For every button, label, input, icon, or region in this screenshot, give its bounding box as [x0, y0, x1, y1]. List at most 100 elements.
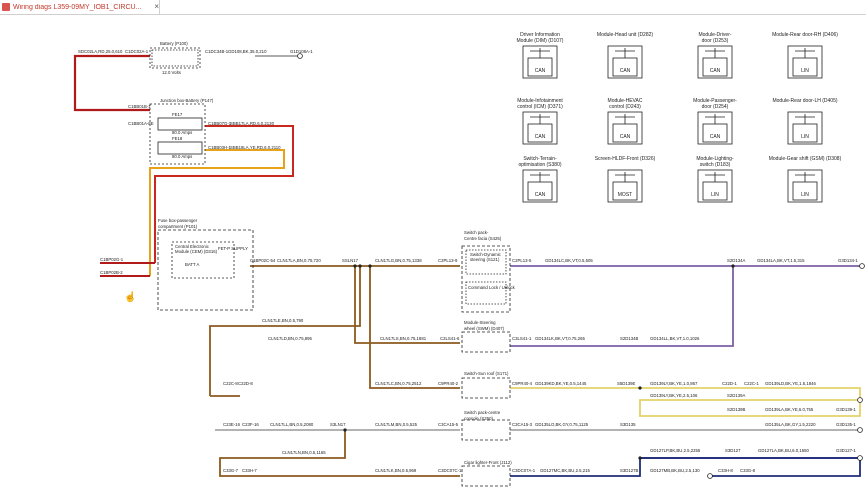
module-name: Module-Passenger- [693, 98, 737, 104]
module-icon-frame [522, 169, 558, 203]
label-c22d: C22D-8 [238, 381, 253, 386]
close-icon[interactable]: × [154, 2, 159, 11]
label-w-cln17ld: CLN17LD,BN,0.75,895 [268, 336, 313, 341]
module-icon-frame [787, 169, 823, 203]
module-name-line2: Module (DIM) (D107) [517, 38, 564, 44]
module-bus-icon: LIN [801, 68, 809, 74]
tab-title: Wiring diags L359-09MY_IOB1_CIRCU... [13, 3, 142, 11]
fuse-box-passenger [157, 229, 254, 311]
cln17lk-wire [219, 430, 460, 477]
module-bus-icon: CAN [710, 134, 721, 140]
module-name: Screen-HLDF-Front (D326) [595, 156, 656, 162]
label-w-cln17ll: CLN17LL,BN,0.5,2080 [270, 422, 314, 427]
label-c9pr40: C9PR40-2 [438, 381, 459, 386]
module-bus-icon: CAN [620, 68, 631, 74]
battery-feed-wire [73, 54, 150, 112]
label-w-sbb17: SBB17LA,RD,6.0,2130 [230, 121, 275, 126]
label-c1dc2: C1DC34B-1 [205, 49, 229, 54]
label-w-gd139ly2: GD139LY,BK,YE,2.5,106 [650, 393, 698, 398]
label-fetp: FET-P SUPPLY [218, 246, 248, 251]
command-lock-box [465, 281, 507, 305]
module-bus-icon: CAN [620, 134, 631, 140]
cem-module-box [171, 241, 235, 279]
label-w-cln17lg: CLN17LG,BN,0.75,1338 [375, 258, 422, 263]
gd127-wire [510, 457, 860, 477]
label-w-gd127mb: GD127MB,BK,BU,2.5,130 [650, 468, 700, 473]
label-w-gd135la: GD135LA,BK,GY,1.5,2220 [765, 422, 816, 427]
label-g3d139: G3D139-1 [836, 407, 856, 412]
fe17-wire [154, 125, 294, 263]
label-s2d134b: S2D134B [620, 336, 639, 341]
label-c3ls41: C3LS41-1 [512, 336, 532, 341]
module-name: Module-Driver- [698, 32, 731, 38]
module-name: Module-Infotainment [517, 98, 563, 104]
label-g3d135: G3D135-1 [836, 422, 856, 427]
cigar-lighter-box [461, 465, 511, 487]
label-w-gd134lc: GD134LC,BK,VT,0.5,505 [545, 258, 593, 263]
label-c33h8: C33H-8 [718, 468, 733, 473]
ground-point-1 [857, 397, 863, 403]
splice-dot-2 [368, 264, 372, 268]
module-bus-icon: MOST [618, 192, 632, 198]
gd127la-wire [640, 457, 861, 477]
label-w-gd134ll: GD134LL,BK,VT,1.0,1026 [650, 336, 700, 341]
label-w-gd134lk: GD134LK,BK,VT,0.75,265 [535, 336, 586, 341]
label-sunroof: Switch-Sun roof (S171) [464, 371, 509, 376]
module-icon-frame [607, 45, 643, 79]
label-s2d139a: S2D139A [727, 393, 746, 398]
module-bus-icon: CAN [535, 192, 546, 198]
label-w-sdc: SDC02LA,RD,25.0,610 [78, 49, 123, 54]
fe17-fuse-box [157, 117, 203, 131]
label-swpackc: Switch pack-centre [464, 410, 501, 415]
splice-dot-1 [358, 264, 362, 268]
module-icon-frame [522, 45, 558, 79]
battery-cell-box [151, 49, 199, 67]
switch-pack-facia-box [461, 245, 511, 313]
label-swsw: Module-Steering [464, 320, 496, 325]
tab-bar: Wiring diags L359-09MY_IOB1_CIRCU... × [0, 0, 866, 15]
label-c1bb07g: C1BB07G-1 [208, 121, 232, 126]
ground-point-4 [707, 473, 713, 479]
module-icon-frame [697, 111, 733, 145]
module-name-line2: optimisation (S380) [518, 162, 561, 168]
label-w-gd139kd: GD139KD,BK,YE,0.5,1445 [535, 381, 587, 386]
module-bus-icon: CAN [535, 134, 546, 140]
module-bus-icon: CAN [535, 68, 546, 74]
module-icon-frame [697, 169, 733, 203]
label-battery: Battery (P100) [160, 41, 188, 46]
label-s3d127: S3D127 [725, 448, 741, 453]
label-cigar: Cigar lighter-Front (J112) [464, 460, 512, 465]
label-c22d1: C22D-1 [722, 381, 737, 386]
fe18-wire [149, 149, 285, 276]
label-fe17: FE17 [172, 112, 183, 117]
label-w-cln17lc: CLN17LC,BN,0.75,2512 [375, 381, 422, 386]
cln17ls-wire [354, 266, 460, 344]
label-c2pl13: C2PL13-9 [438, 258, 458, 263]
splice-dot-0 [353, 264, 357, 268]
label-w-gd139la: GD139LA,BK,YE,6.0,755 [765, 407, 814, 412]
module-bus-icon: LIN [711, 192, 719, 198]
module-name: Module-Rear door-RH (D406) [772, 32, 838, 38]
module-icon-frame [787, 45, 823, 79]
label-s2d134a: S2D134A [727, 258, 746, 263]
ground-point-2 [857, 427, 863, 433]
fe18-fuse-box [157, 141, 203, 155]
label-c3ca15: C3CA15-5 [438, 422, 459, 427]
ground-point-0 [859, 263, 865, 269]
sun-roof-switch-box [461, 377, 511, 399]
label-c33g: C33G-7 [223, 468, 239, 473]
label-gd108a: G1D108A-1 [290, 49, 313, 54]
label-cem: Central Electronic [175, 244, 210, 249]
label-c9pr40b: C9PR40-4 [512, 381, 533, 386]
label-w-gd127lp: GD127LP,BK,BU,2.5,2255 [650, 448, 701, 453]
label-swpack: Switch pack- [464, 230, 489, 235]
label-c1bp02c: C1BP02C-54 [250, 258, 276, 263]
label-swsw2: wheel (SWM) (D407) [464, 326, 505, 331]
document-tab[interactable]: Wiring diags L359-09MY_IOB1_CIRCU... × [0, 0, 160, 14]
label-amps80a: 80.0 Amps [172, 130, 192, 135]
label-battery-v: 12.0 Volts [162, 70, 181, 75]
label-c3dc07c: C3DC07C-1 [438, 468, 462, 473]
label-w-gd127la: GD127LA,BK,BU,6.0,1550 [758, 448, 809, 453]
label-c33g8: C33G-8 [740, 468, 756, 473]
